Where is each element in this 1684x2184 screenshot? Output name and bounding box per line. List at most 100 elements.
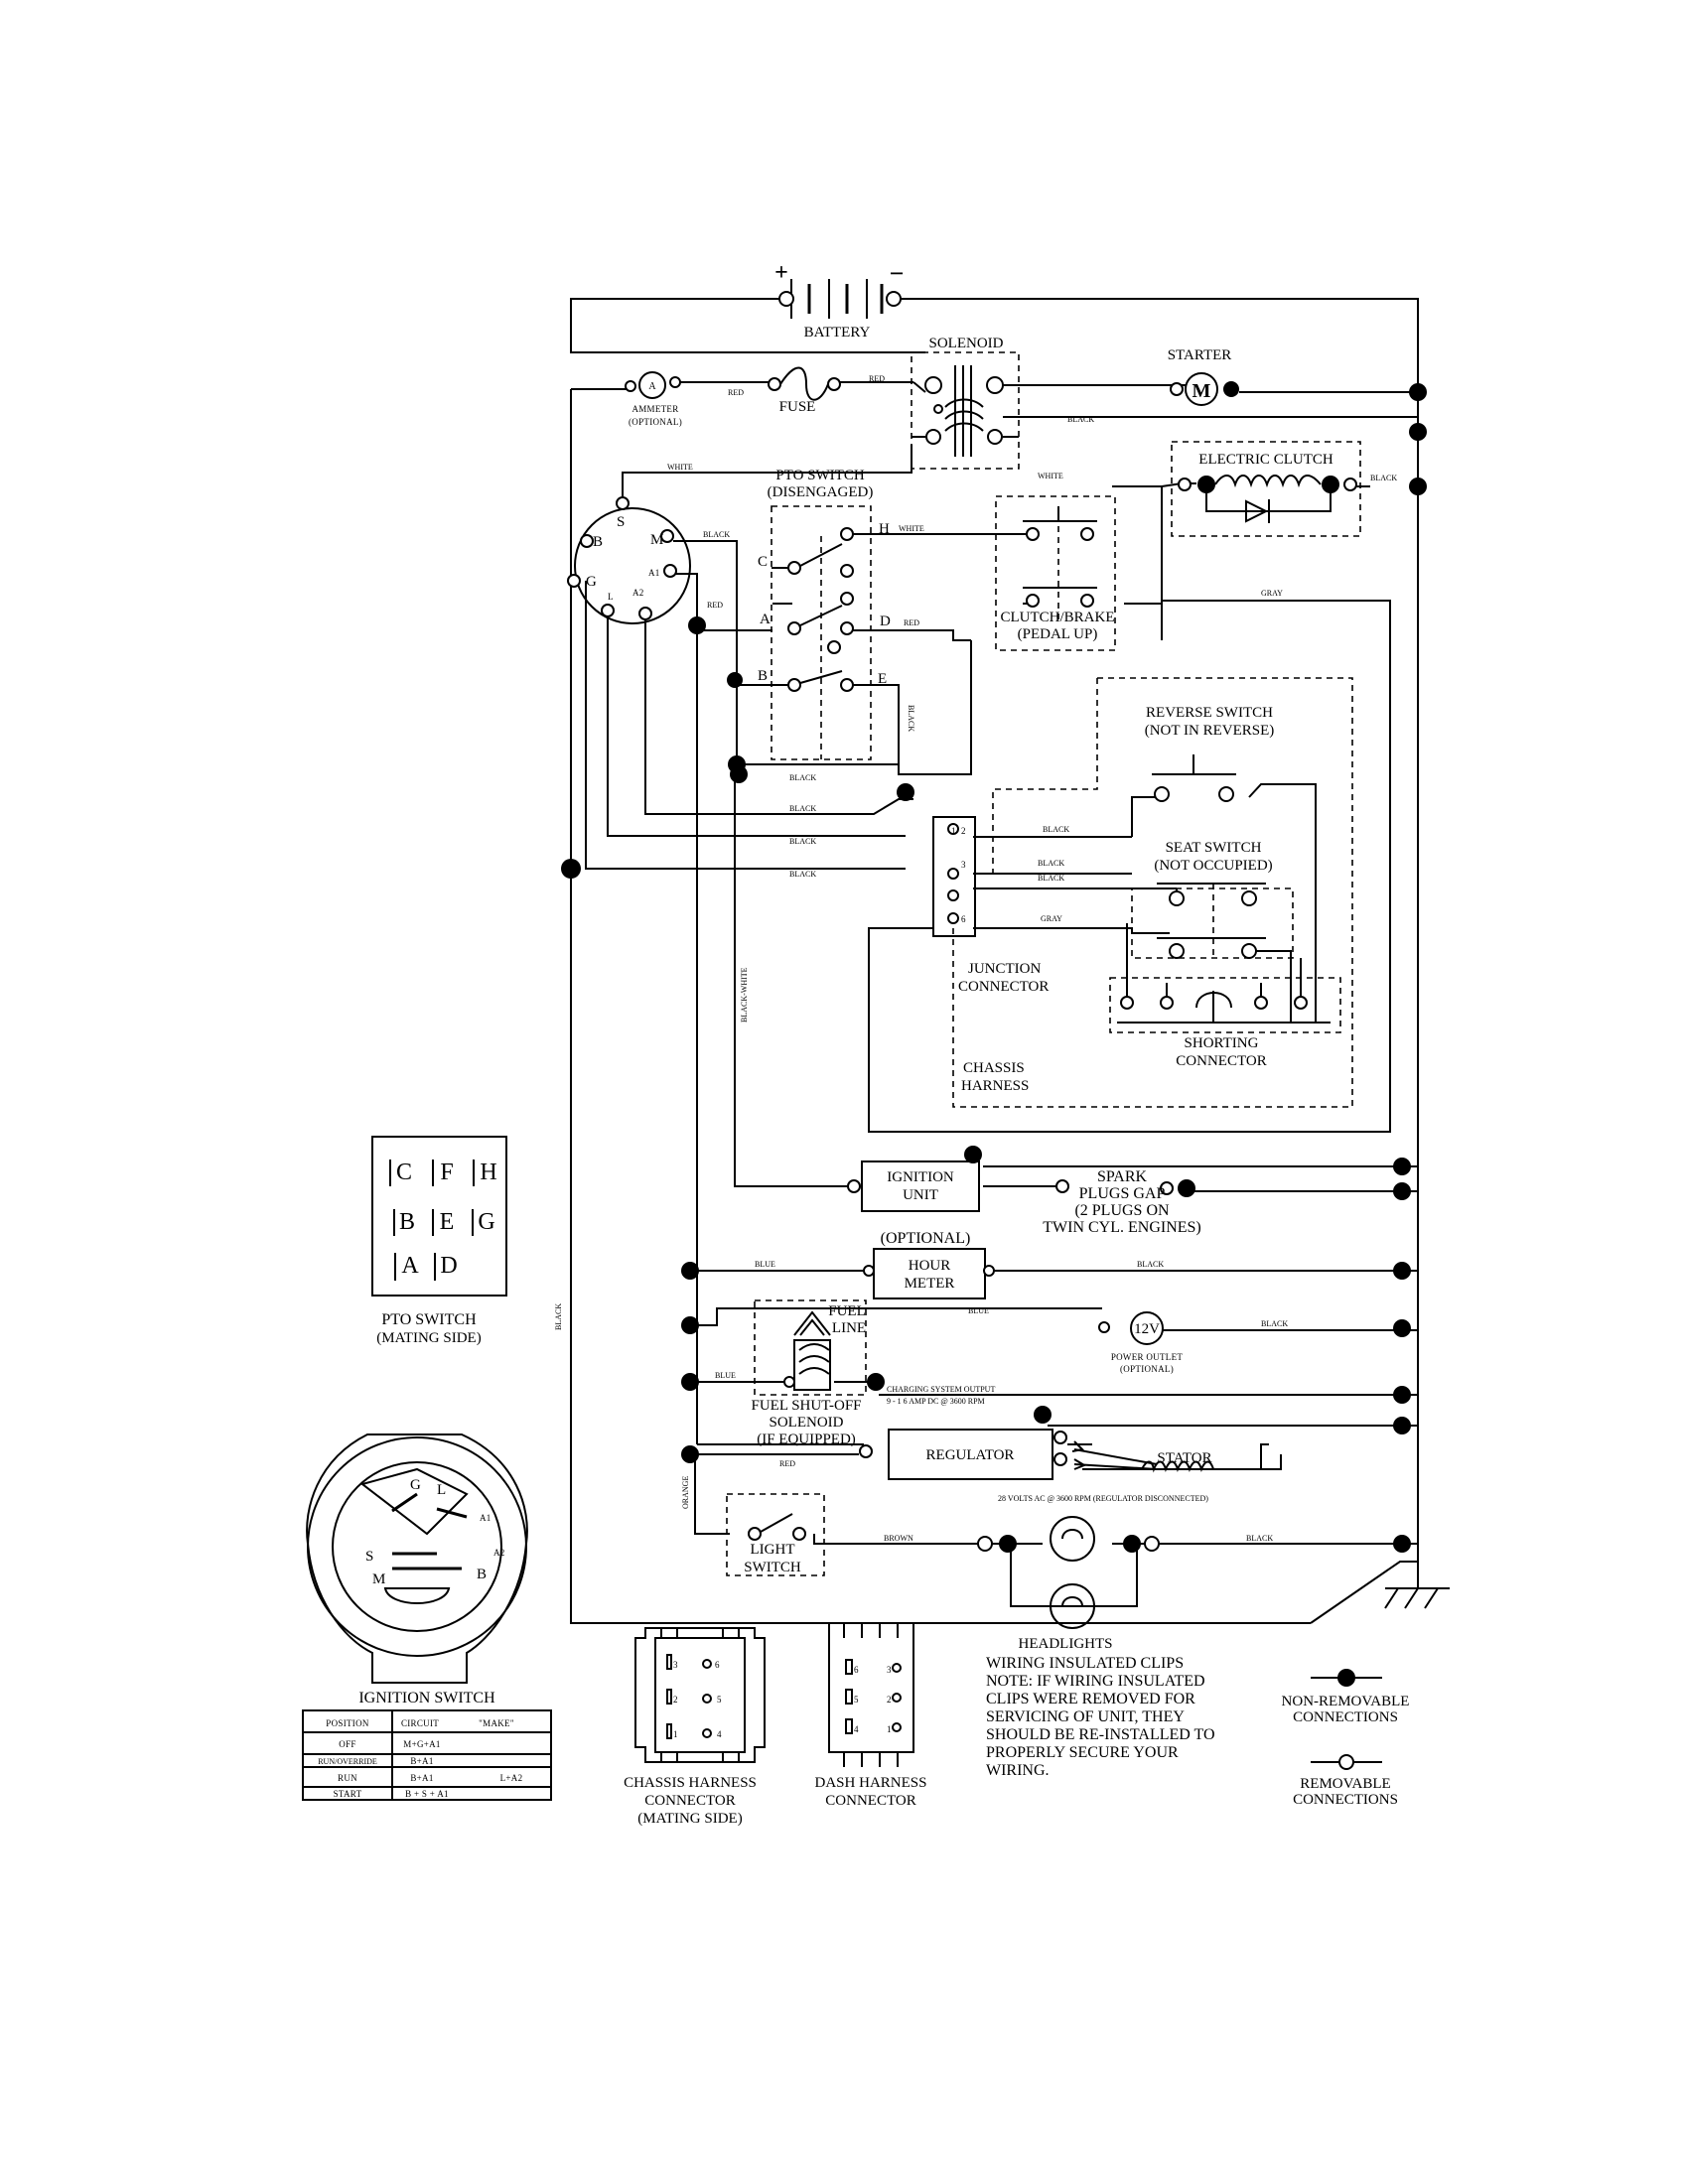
fuse-label: FUSE	[779, 399, 816, 415]
battery-label: BATTERY	[804, 325, 871, 341]
wiring-note: WIRING INSULATED CLIPS NOTE: IF WIRING I…	[986, 1655, 1215, 1779]
ign-terminal-a1: A1	[648, 568, 660, 578]
pto-disengaged: (DISENGAGED)	[768, 484, 874, 500]
legend-non-removable-2: CONNECTIONS	[1293, 1709, 1398, 1725]
hour-meter: (OPTIONAL) HOUR METER BLUE BLACK	[755, 1230, 1164, 1299]
junction-label-1: JUNCTION	[968, 961, 1041, 977]
dash-conn-label-1: DASH HARNESS	[815, 1775, 927, 1791]
pto-terminal-e: E	[878, 671, 887, 687]
main-wires	[570, 298, 1450, 1624]
chassis-conn-label-3: (MATING SIDE)	[637, 1811, 742, 1827]
spark-label-2: PLUGS GAP	[1079, 1185, 1166, 1202]
light-switch-label-1: LIGHT	[751, 1542, 795, 1558]
note-line-5: PROPERLY SECURE YOUR	[986, 1744, 1179, 1761]
legend-removable-2: CONNECTIONS	[1293, 1792, 1398, 1808]
pto-mating-g: G	[478, 1209, 494, 1235]
wire-red-label: RED	[707, 601, 723, 610]
chassis-pin-5: 5	[717, 1695, 722, 1705]
ignition-unit: IGNITION UNIT SPARK PLUGS GAP (2 PLUGS O…	[554, 967, 1201, 1330]
starter-motor: M	[1193, 380, 1211, 402]
battery-plus: +	[774, 260, 788, 286]
wire-white-label: WHITE	[1038, 472, 1063, 480]
fuel-line-label-1: FUEL	[828, 1303, 866, 1319]
shorting-label-2: CONNECTOR	[1176, 1053, 1266, 1069]
wire-black-label: BLACK	[789, 837, 816, 846]
ign-table-row-1-circuit: B+A1	[410, 1756, 433, 1766]
ign-table-row-2-circuit: B+A1	[410, 1773, 433, 1783]
starter: M STARTER BLACK	[1067, 347, 1239, 424]
ign-face-b: B	[477, 1567, 487, 1582]
pto-terminal-h: H	[879, 521, 890, 537]
wire-black-label: BLACK	[554, 1303, 563, 1330]
ign-face-a2: A2	[493, 1548, 505, 1558]
pto-mating-e: E	[440, 1209, 455, 1235]
note-line-1: NOTE: IF WIRING INSULATED	[986, 1673, 1205, 1690]
wire-blue-label: BLUE	[755, 1260, 775, 1269]
ign-terminal-s: S	[617, 514, 625, 530]
electric-clutch: ELECTRIC CLUTCH BLACK	[1171, 441, 1397, 537]
spark-label-4: TWIN CYL. ENGINES)	[1043, 1219, 1201, 1236]
junction-label-2: CONNECTOR	[958, 979, 1049, 995]
hour-meter-label-2: METER	[905, 1276, 955, 1292]
ign-table-row-0-pos: OFF	[339, 1739, 355, 1749]
reverse-switch-sub: (NOT IN REVERSE)	[1145, 723, 1275, 739]
ign-terminal-m: M	[650, 532, 663, 548]
fuel-shutoff-label-3: (IF EQUIPPED)	[757, 1432, 856, 1447]
dash-pin-2: 2	[887, 1695, 892, 1705]
dash-pin-3: 3	[887, 1665, 892, 1675]
ignition-switch-face: G L A1 S A2 M B IGNITION SWITCH	[306, 1433, 528, 1706]
hour-meter-optional: (OPTIONAL)	[881, 1230, 971, 1247]
legend-removable-1: REMOVABLE	[1300, 1776, 1390, 1792]
wire-red-label: RED	[779, 1459, 795, 1468]
ignition-table: POSITION CIRCUIT "MAKE" OFF M+G+A1 RUN/O…	[302, 1709, 552, 1801]
pto-label: PTO SWITCH	[775, 468, 864, 483]
wire-black-label: BLACK	[789, 804, 816, 813]
ign-face-s: S	[365, 1549, 373, 1565]
chassis-harness-label-2: HARNESS	[961, 1078, 1029, 1094]
wire-black-label: BLACK	[1246, 1534, 1273, 1543]
pto-terminal-c: C	[758, 554, 768, 570]
wire-black-label: BLACK	[789, 773, 816, 782]
wire-brown-label: BROWN	[884, 1534, 913, 1543]
junction-pin-6: 6	[961, 914, 966, 924]
pto-switch-schematic: PTO SWITCH (DISENGAGED) C H A D B E WHIT…	[758, 468, 924, 879]
junction-connector: 1 2 3 6 JUNCTION CONNECTOR BLACK BLACK B…	[897, 783, 1069, 995]
chassis-pin-3: 3	[673, 1660, 678, 1670]
ign-table-row-3-pos: START	[334, 1789, 362, 1799]
solenoid: SOLENOID	[911, 336, 1020, 470]
shorting-label-1: SHORTING	[1185, 1035, 1259, 1051]
wire-black-label: BLACK	[1261, 1319, 1288, 1328]
clutch-brake-label: CLUTCH/BRAKE	[1000, 610, 1114, 625]
wire-black-label: BLACK	[1137, 1260, 1164, 1269]
ign-terminal-a2: A2	[632, 588, 644, 598]
dash-pin-6: 6	[854, 1665, 859, 1675]
wire-black-label: BLACK	[1038, 874, 1064, 883]
chassis-pin-6: 6	[715, 1660, 720, 1670]
light-switch-label-2: SWITCH	[744, 1560, 801, 1575]
reverse-switch: REVERSE SWITCH (NOT IN REVERSE)	[1145, 705, 1275, 802]
wire-gray-label: GRAY	[1041, 914, 1062, 923]
fuel-line-label-2: LINE	[832, 1320, 866, 1336]
clutch-pedal-up: (PEDAL UP)	[1018, 626, 1098, 642]
spark-label-1: SPARK	[1097, 1168, 1148, 1185]
note-line-6: WIRING.	[986, 1762, 1050, 1779]
seat-switch-sub: (NOT OCCUPIED)	[1154, 858, 1272, 874]
wire-black-white-label: BLACK-WHITE	[740, 967, 749, 1023]
seat-switch-label: SEAT SWITCH	[1166, 840, 1262, 856]
wire-black-label: BLACK	[1370, 474, 1397, 482]
regulator-label: REGULATOR	[926, 1447, 1015, 1463]
wire-white-label: WHITE	[667, 463, 693, 472]
power-outlet: 12V POWER OUTLET (OPTIONAL) BLUE BLACK	[968, 1306, 1288, 1374]
clutch-brake-switch: CLUTCH/BRAKE (PEDAL UP) WHITE GRAY	[995, 472, 1283, 651]
ign-table-header-circuit: CIRCUIT	[401, 1718, 439, 1728]
ign-table-row-3-circuit: B + S + A1	[405, 1789, 449, 1799]
charging-label-1: CHARGING SYSTEM OUTPUT	[887, 1385, 995, 1394]
pto-mating-label-2: (MATING SIDE)	[376, 1330, 481, 1346]
junction-pin-1: 1	[951, 826, 956, 836]
volts-28-label: 28 VOLTS AC @ 3600 RPM (REGULATOR DISCON…	[998, 1494, 1208, 1503]
wire-black-label: BLACK	[1038, 859, 1064, 868]
power-outlet-label: POWER OUTLET	[1111, 1352, 1184, 1362]
legend-non-removable-1: NON-REMOVABLE	[1282, 1694, 1410, 1709]
chassis-pin-1: 1	[673, 1729, 678, 1739]
